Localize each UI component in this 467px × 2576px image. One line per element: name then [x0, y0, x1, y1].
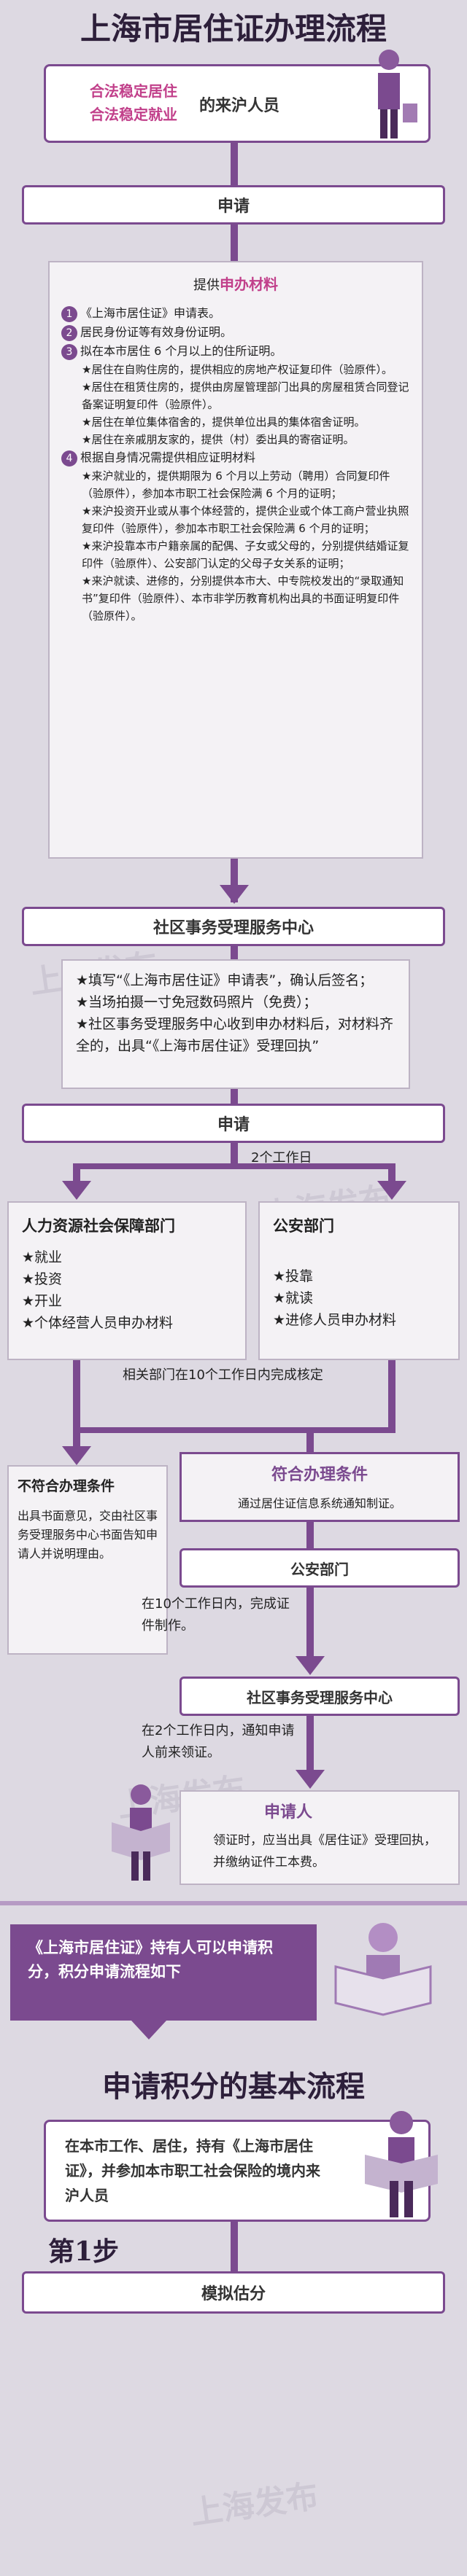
- hr-dept-item: ★投资: [22, 1271, 63, 1287]
- materials-heading-emph: 申办材料: [220, 276, 278, 293]
- material-item: 1《上海市居住证》申请表。: [61, 304, 410, 323]
- material-subitem: ★居住在单位集体宿舍的，提供单位出具的集体宿舍证明。: [82, 415, 366, 429]
- eligibility-line2: 合法稳定就业: [90, 106, 177, 123]
- applicant-title: 申请人: [264, 1803, 313, 1822]
- hr-dept-item: ★开业: [22, 1293, 63, 1309]
- hr-dept-item: ★就业: [22, 1249, 63, 1265]
- material-subitem: ★居住在自购住房的，提供相应的房地产权证复印件（验原件）。: [82, 363, 393, 376]
- make-days-text: 在10个工作日内，完成证件制作。: [142, 1596, 290, 1634]
- flow-line: [73, 1427, 80, 1452]
- material-subitem: ★居住在租赁住房的，提供由房屋管理部门出具的房屋租赁合同登记备案证明复印件（验原…: [82, 380, 409, 411]
- apply-step-1: 申请: [22, 185, 445, 225]
- flow-arrow: [377, 1181, 406, 1200]
- flow-arrow: [62, 1446, 91, 1465]
- reader-icon: [334, 1923, 432, 2016]
- merge-line: [73, 1427, 395, 1433]
- flow-arrow: [296, 1770, 325, 1789]
- material-subitem: ★来沪就读、进修的，分别提供本市大、中专院校发出的“录取通知书”复印件（验原件）…: [82, 574, 404, 622]
- police-dept-item: ★就读: [273, 1290, 314, 1306]
- flow-line: [231, 2222, 238, 2273]
- flow-line: [231, 946, 238, 961]
- flow-line: [73, 1360, 80, 1433]
- flow-line: [306, 1522, 314, 1550]
- flow-line: [306, 1716, 314, 1781]
- flow-line: [231, 225, 238, 262]
- material-subitem: ★来沪投资开业或从事个体经营的，提供企业或个体工商户营业执照复印件（验原件），参…: [82, 504, 409, 535]
- meet-title: 符合办理条件: [271, 1466, 368, 1484]
- hr-dept-box: 人力资源社会保障部门 ★就业 ★投资 ★开业 ★个体经营人员申办材料: [7, 1201, 247, 1360]
- days-label: 2个工作日: [251, 1150, 312, 1166]
- applicant-icon: [365, 2111, 438, 2217]
- divider: [0, 1901, 467, 1905]
- notify-text: 在2个工作日内，通知申请人前来领证。: [142, 1723, 295, 1760]
- not-meet-text: 出具书面意见，交由社区事务受理服务中心书面告知申请人并说明理由。: [18, 1509, 158, 1561]
- apply-step-2: 申请: [22, 1104, 445, 1143]
- flow-line: [231, 1143, 238, 1165]
- flow-line: [73, 1163, 80, 1184]
- hr-dept-title: 人力资源社会保障部门: [22, 1217, 175, 1235]
- points-title: 申请积分的基本流程: [102, 2069, 365, 2104]
- flow-line: [231, 859, 238, 902]
- not-meet-box: 不符合办理条件 出具书面意见，交由社区事务受理服务中心书面告知申请人并说明理由。: [7, 1465, 168, 1655]
- step-label: 第1步: [48, 2236, 120, 2267]
- community-tasks-box: ★填写“《上海市居住证》申请表”，确认后签名； ★当场拍摄一寸免冠数码照片（免费…: [61, 959, 410, 1089]
- eligibility-suffix: 的来沪人员: [199, 97, 280, 115]
- review-text: 相关部门在10个工作日内完成核定: [123, 1367, 323, 1383]
- community-center-1: 社区事务受理服务中心: [22, 907, 445, 946]
- flow-line: [231, 143, 238, 187]
- split-line: [73, 1163, 394, 1169]
- community-task: ★填写“《上海市居住证》申请表”，确认后签名；: [76, 972, 374, 988]
- reading-person-icon: [112, 1784, 170, 1881]
- material-subitem: ★居住在亲戚朋友家的，提供（村）委出具的寄宿证明。: [82, 433, 355, 446]
- worker-icon: [378, 50, 417, 138]
- flow-arrow: [220, 885, 249, 904]
- community-center-2: 社区事务受理服务中心: [180, 1677, 460, 1716]
- flow-line: [231, 1089, 238, 1105]
- flow-arrow: [62, 1181, 91, 1200]
- flow-line: [306, 1427, 314, 1453]
- not-meet-title: 不符合办理条件: [18, 1478, 115, 1494]
- points-banner: 《上海市居住证》持有人可以申请积分，积分申请流程如下: [10, 1924, 317, 2021]
- police-step: 公安部门: [180, 1548, 460, 1588]
- police-dept-item: ★进修人员申办材料: [273, 1312, 397, 1328]
- police-dept-title: 公安部门: [273, 1217, 334, 1235]
- estimate-step: 模拟估分: [22, 2271, 445, 2314]
- eligibility-box: 合法稳定居住 合法稳定就业 的来沪人员: [44, 64, 431, 143]
- hr-dept-item: ★个体经营人员申办材料: [22, 1315, 174, 1331]
- flow-line: [306, 1588, 314, 1668]
- page-title: 上海市居住证办理流程: [80, 11, 387, 47]
- materials-heading: 提供: [193, 278, 220, 293]
- material-subitem: ★来沪投靠本市户籍亲属的配偶、子女或父母的，分别提供结婚证复印件（验原件）、公安…: [82, 539, 409, 570]
- applicant-text: 领证时，应当出具《居住证》受理回执，并缴纳证件工本费。: [213, 1833, 436, 1870]
- flow-line: [388, 1360, 395, 1433]
- meet-text: 通过居住证信息系统通知制证。: [237, 1496, 401, 1510]
- police-dept-box: 公安部门 ★投靠 ★就读 ★进修人员申办材料: [258, 1201, 460, 1360]
- flow-arrow: [296, 1656, 325, 1675]
- eligibility-line1: 合法稳定居住: [90, 82, 177, 100]
- meet-box: 符合办理条件 通过居住证信息系统通知制证。: [180, 1452, 460, 1522]
- applicant-box: 申请人 领证时，应当出具《居住证》受理回执，并缴纳证件工本费。: [180, 1790, 460, 1885]
- community-task: ★社区事务受理服务中心收到申办材料后，对材料齐全的，出具“《上海市居住证》受理回…: [76, 1016, 394, 1054]
- community-task: ★当场拍摄一寸免冠数码照片（免费）；: [76, 994, 317, 1010]
- flow-line: [388, 1163, 395, 1184]
- watermark: 上海发布: [188, 2477, 321, 2532]
- material-subitem: ★来沪就业的，提供期限为 6 个月以上劳动（聘用）合同复印件（验原件），参加本市…: [82, 469, 390, 500]
- police-dept-item: ★投靠: [273, 1268, 314, 1284]
- banner-pointer: [131, 2021, 166, 2040]
